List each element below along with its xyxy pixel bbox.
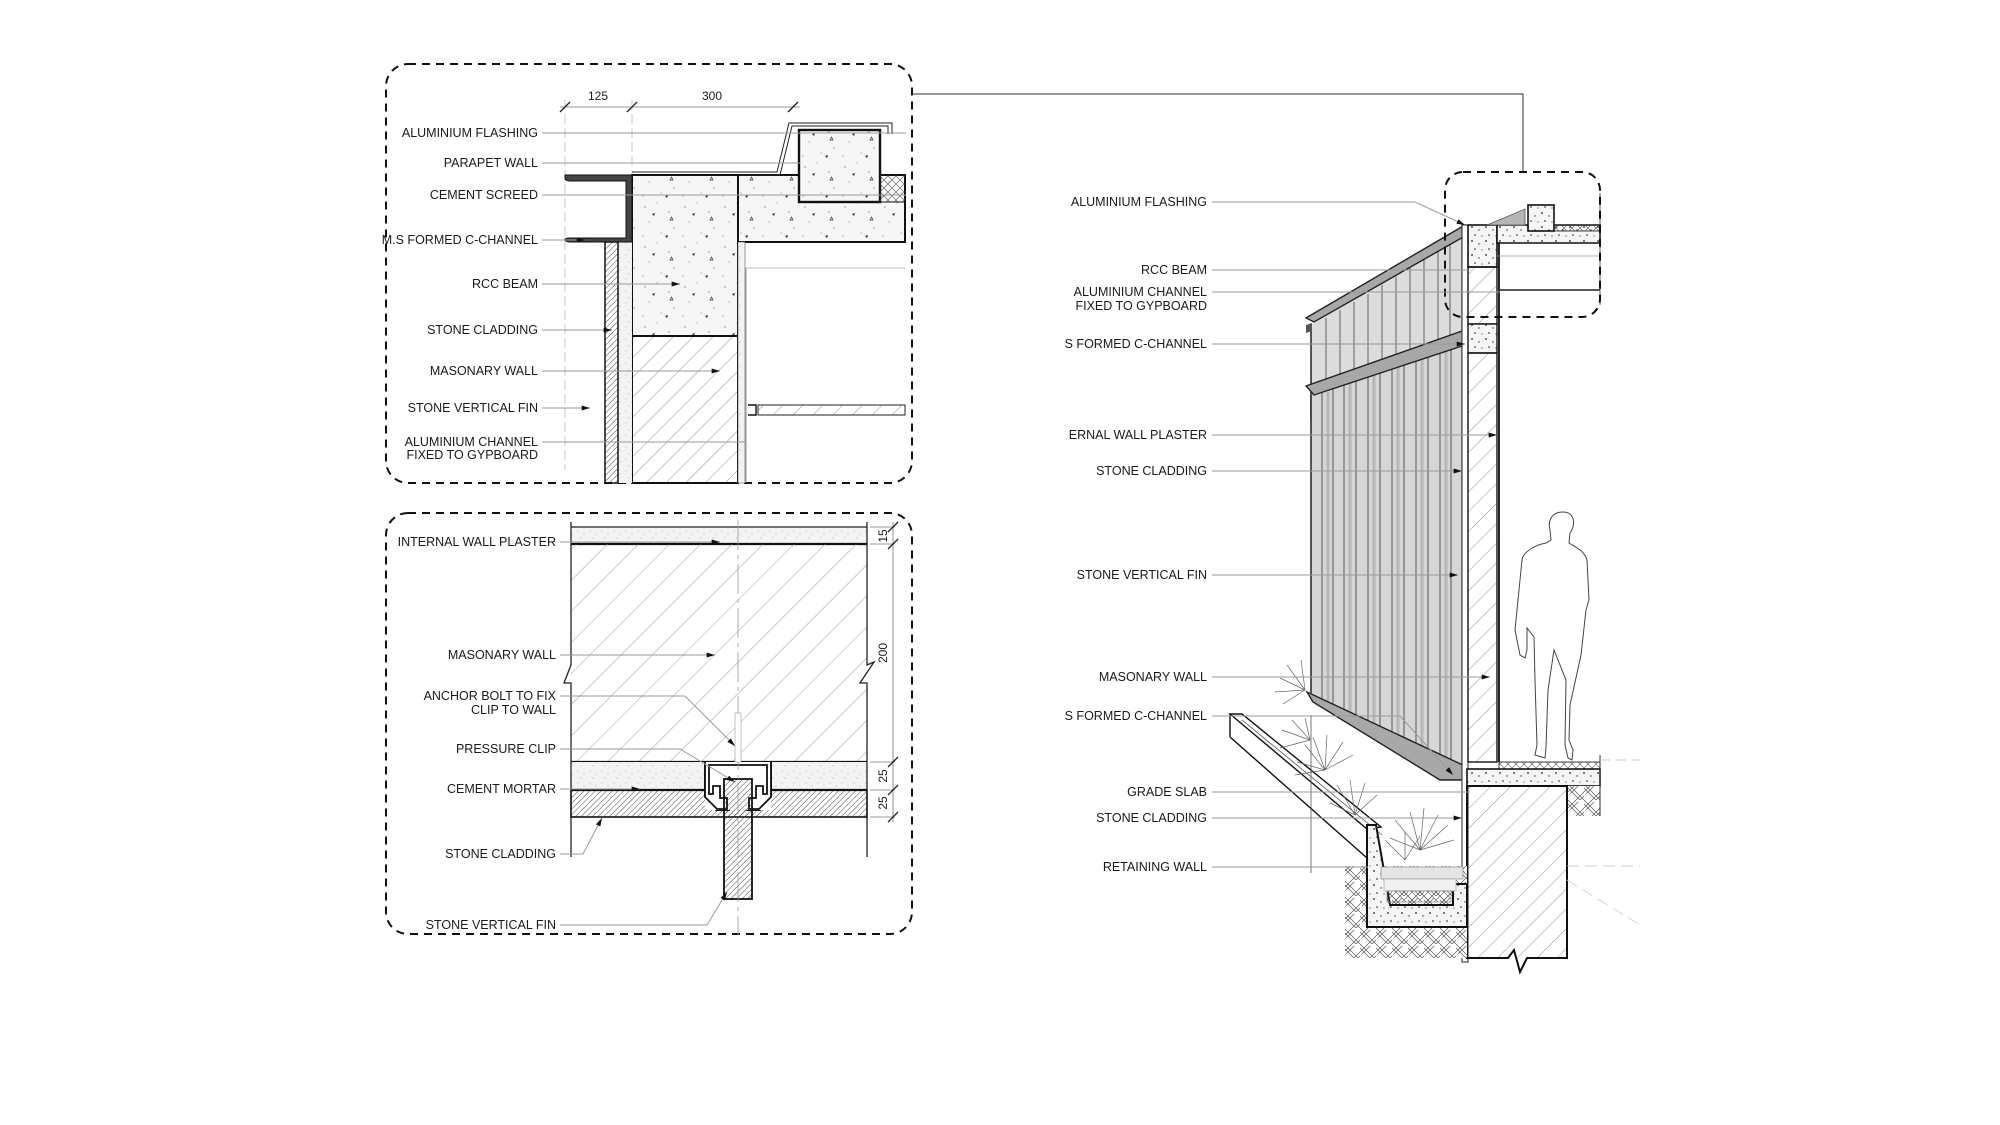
rcc-beam — [1467, 224, 1498, 268]
label-grade-slab: GRADE SLAB — [1127, 785, 1207, 799]
label-fixed-to-gypboard: FIXED TO GYPBOARD — [406, 448, 538, 462]
label-stone-vertical-fin: STONE VERTICAL FIN — [426, 918, 556, 932]
insulation — [879, 174, 906, 203]
label-stone-cladding: STONE CLADDING — [427, 323, 538, 337]
label-aluminium-channel: ALUMINIUM CHANNEL — [405, 435, 538, 449]
detail-plan-labels: INTERNAL WALL PLASTER MASONARY WALL ANCH… — [398, 535, 736, 932]
human-scale-figure — [1514, 511, 1590, 761]
stone-cladding — [604, 241, 619, 484]
label-cement-screed: CEMENT SCREED — [430, 188, 538, 202]
label-masonary-wall: MASONARY WALL — [448, 648, 556, 662]
label-ms-formed-c-channel-upper: S FORMED C-CHANNEL — [1065, 337, 1207, 351]
dimension-15: 15 — [876, 529, 890, 543]
detail-callout-box — [385, 512, 913, 935]
label-ms-formed-c-channel-lower: S FORMED C-CHANNEL — [1065, 709, 1207, 723]
parapet-wall — [797, 128, 882, 204]
label-stone-cladding-lower: STONE CLADDING — [1096, 811, 1207, 825]
label-anchor-bolt: ANCHOR BOLT TO FIX — [424, 689, 557, 703]
parapet-section-detail: 125 300 — [382, 63, 913, 484]
aluminium-channel — [748, 404, 757, 416]
callout-connector-line — [912, 93, 1524, 172]
lintel — [1467, 323, 1498, 354]
dimension-25-mortar: 25 — [876, 769, 890, 783]
label-aluminium-flashing: ALUMINIUM FLASHING — [1071, 195, 1207, 209]
masonry-wall — [1467, 352, 1498, 763]
planter-box-lip — [1228, 713, 1383, 830]
detail-top-labels: ALUMINIUM FLASHING PARAPET WALL CEMENT S… — [382, 126, 906, 462]
label-rcc-beam: RCC BEAM — [1141, 263, 1207, 277]
aluminium-flashing — [632, 122, 893, 173]
label-stone-vertical-fin: STONE VERTICAL FIN — [1077, 568, 1207, 582]
label-aluminium-channel: ALUMINIUM CHANNEL — [1074, 285, 1207, 299]
dimension-200: 200 — [876, 643, 890, 663]
label-clip-to-wall: CLIP TO WALL — [471, 703, 556, 717]
label-masonary-wall: MASONARY WALL — [430, 364, 538, 378]
foundation-wall — [1466, 785, 1568, 975]
masonry-wall — [571, 544, 867, 762]
label-retaining-wall: RETAINING WALL — [1103, 860, 1207, 874]
section-callout-box — [1444, 171, 1601, 318]
ms-c-channel — [564, 174, 633, 243]
label-parapet-wall: PARAPET WALL — [444, 156, 538, 170]
anchor-bolt — [734, 712, 742, 763]
masonry-wall — [631, 335, 739, 484]
internal-plaster — [571, 527, 867, 544]
label-ms-formed-c-channel: M.S FORMED C-CHANNEL — [382, 233, 538, 247]
ms-c-channel-bottom — [1305, 690, 1468, 781]
label-aluminium-flashing: ALUMINIUM FLASHING — [402, 126, 538, 140]
label-pressure-clip: PRESSURE CLIP — [456, 742, 556, 756]
rcc-beam — [631, 174, 739, 337]
label-rcc-beam: RCC BEAM — [472, 277, 538, 291]
label-fixed-to-gypboard: FIXED TO GYPBOARD — [1075, 299, 1207, 313]
label-internal-wall-plaster: INTERNAL WALL PLASTER — [398, 535, 556, 549]
dimension-125: 125 — [588, 89, 608, 103]
dimension-300: 300 — [702, 89, 722, 103]
dimension-25-cladding: 25 — [876, 796, 890, 810]
fin-fixing-plan-detail: 15 200 25 25 INTERNAL WALL PLASTER MASON… — [385, 512, 913, 935]
planting-shrubs — [1274, 659, 1455, 861]
grade-slab — [1466, 768, 1601, 787]
label-internal-wall-plaster: ERNAL WALL PLASTER — [1069, 428, 1207, 442]
parapet-wall — [1527, 204, 1555, 232]
label-stone-vertical-fin: STONE VERTICAL FIN — [408, 401, 538, 415]
label-masonary-wall: MASONARY WALL — [1099, 670, 1207, 684]
label-stone-cladding-upper: STONE CLADDING — [1096, 464, 1207, 478]
aluminium-flashing — [1486, 208, 1526, 226]
masonry-wall-upper — [1467, 266, 1498, 325]
label-stone-cladding: STONE CLADDING — [445, 847, 556, 861]
gypboard-ceiling — [757, 404, 906, 416]
dimension-chain-right: 15 200 25 25 — [870, 521, 899, 823]
label-cement-mortar: CEMENT MORTAR — [447, 782, 556, 796]
wall-section-perspective: ALUMINIUM FLASHING RCC BEAM ALUMINIUM CH… — [1065, 171, 1641, 975]
section-labels: ALUMINIUM FLASHING RCC BEAM ALUMINIUM CH… — [1065, 195, 1500, 874]
